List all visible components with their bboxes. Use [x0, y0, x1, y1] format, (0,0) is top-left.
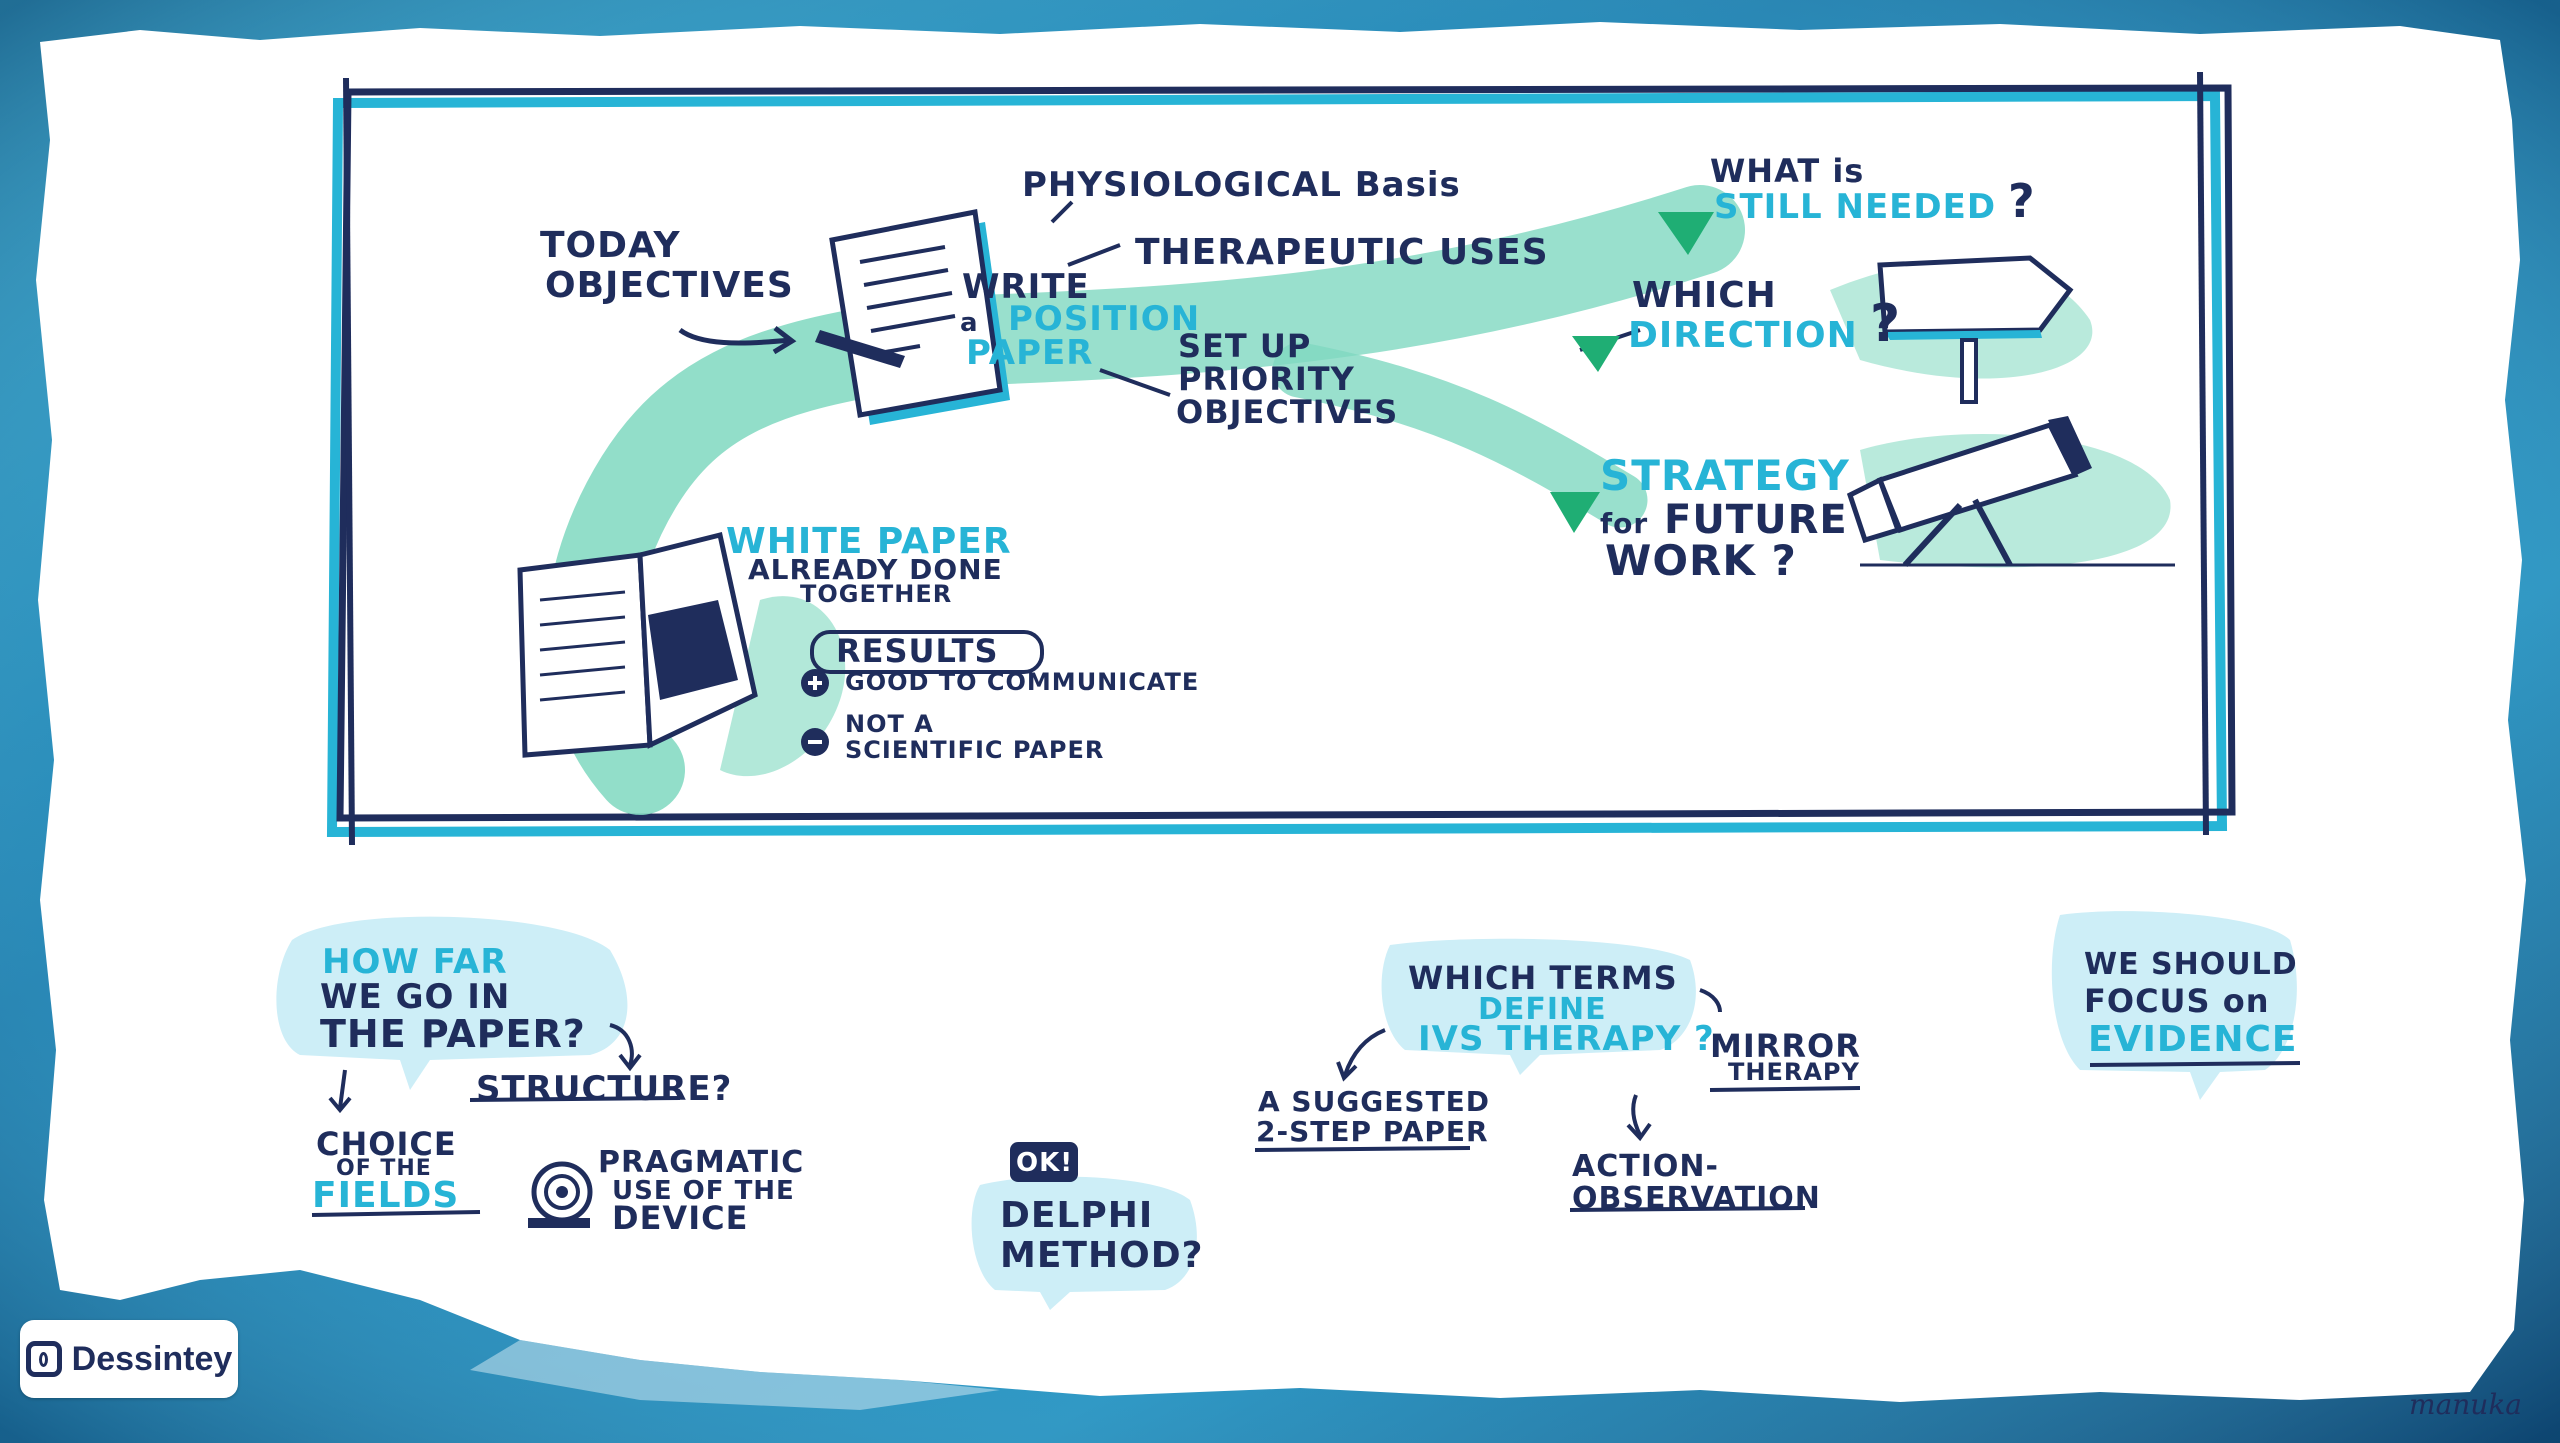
results-label: RESULTS	[836, 632, 999, 670]
mirror-label: MIRROR	[1710, 1027, 1861, 1065]
therapeutic-uses: THERAPEUTIC USES	[1135, 232, 1549, 273]
which-terms-label: WHICH TERMS	[1408, 959, 1678, 997]
choice-label: CHOICE	[316, 1125, 457, 1163]
ok-badge: OK!	[1016, 1148, 1074, 1178]
dessintey-logo: Dessintey	[20, 1320, 238, 1398]
signpost-icon	[1877, 255, 2074, 404]
focus-on-label: FOCUS on	[2084, 982, 2270, 1020]
what-is-label: WHAT is	[1710, 152, 1865, 190]
fields-label: FIELDS	[312, 1175, 460, 1216]
action-label: ACTION-	[1572, 1149, 1719, 1184]
of-the-label: OF THE	[336, 1156, 432, 1181]
direction-qmark: ?	[1870, 294, 1902, 354]
book-icon	[517, 531, 758, 758]
setup-line3: OBJECTIVES	[1176, 393, 1399, 431]
good-to-communicate: GOOD TO COMMUNICATE	[845, 668, 1200, 696]
dessintey-logo-text: Dessintey	[71, 1339, 233, 1378]
dessintey-logo-icon	[25, 1341, 62, 1377]
evidence-label: EVIDENCE	[2088, 1019, 2298, 1060]
still-needed-label: STILL NEEDED	[1714, 187, 1997, 227]
use-of-the-label: USE OF THE	[612, 1176, 795, 1206]
direction-label: DIRECTION	[1628, 315, 1858, 356]
we-should-label: WE SHOULD	[2084, 947, 2298, 982]
telescope-icon	[1846, 416, 2175, 568]
today-objectives-line2: OBJECTIVES	[545, 265, 794, 306]
not-a-label: NOT A	[845, 710, 934, 738]
already-done-line2: TOGETHER	[800, 580, 953, 608]
setup-line1: SET UP	[1178, 327, 1312, 365]
the-paper-label: THE PAPER?	[320, 1012, 586, 1056]
delphi-label: DELPHI	[1000, 1195, 1154, 1236]
scientific-paper: SCIENTIFIC PAPER	[845, 736, 1105, 764]
write-a-label: a	[960, 308, 979, 338]
observation-label: OBSERVATION	[1572, 1181, 1821, 1216]
define-label: DEFINE	[1478, 992, 1607, 1027]
position-label: POSITION	[1008, 299, 1201, 339]
pragmatic-label: PRAGMATIC	[598, 1145, 805, 1180]
work-label: WORK ?	[1605, 536, 1797, 585]
document-icon	[815, 209, 1010, 425]
strategy-label: STRATEGY	[1600, 451, 1850, 500]
setup-line2: PRIORITY	[1178, 360, 1355, 398]
structure-label: STRUCTURE?	[476, 1069, 733, 1109]
physiological-basis: PHYSIOLOGICAL Basis	[1022, 165, 1461, 205]
we-go-label: WE GO IN	[320, 977, 511, 1017]
still-needed-qmark: ?	[2008, 174, 2036, 228]
which-label: WHICH	[1632, 275, 1777, 316]
therapy-label: THERAPY	[1728, 1058, 1860, 1086]
artist-signature: manuka	[2409, 1388, 2522, 1421]
method-label: METHOD?	[1000, 1235, 1204, 1276]
device-label: DEVICE	[612, 1199, 749, 1237]
today-objectives-line1: TODAY	[540, 225, 681, 266]
paper-label: PAPER	[966, 333, 1094, 373]
already-done-line1: ALREADY DONE	[748, 553, 1003, 586]
suggested-label: A SUGGESTED	[1258, 1085, 1491, 1118]
device-icon	[528, 1161, 593, 1228]
two-step-label: 2-STEP PAPER	[1256, 1115, 1489, 1148]
write-label: WRITE	[962, 267, 1090, 307]
white-paper-label: WHITE PAPER	[726, 521, 1012, 562]
how-far-label: HOW FAR	[322, 942, 508, 982]
ivs-therapy-label: IVS THERAPY ?	[1418, 1019, 1715, 1059]
future-label: FUTURE	[1664, 497, 1848, 543]
for-label: for	[1600, 507, 1649, 540]
